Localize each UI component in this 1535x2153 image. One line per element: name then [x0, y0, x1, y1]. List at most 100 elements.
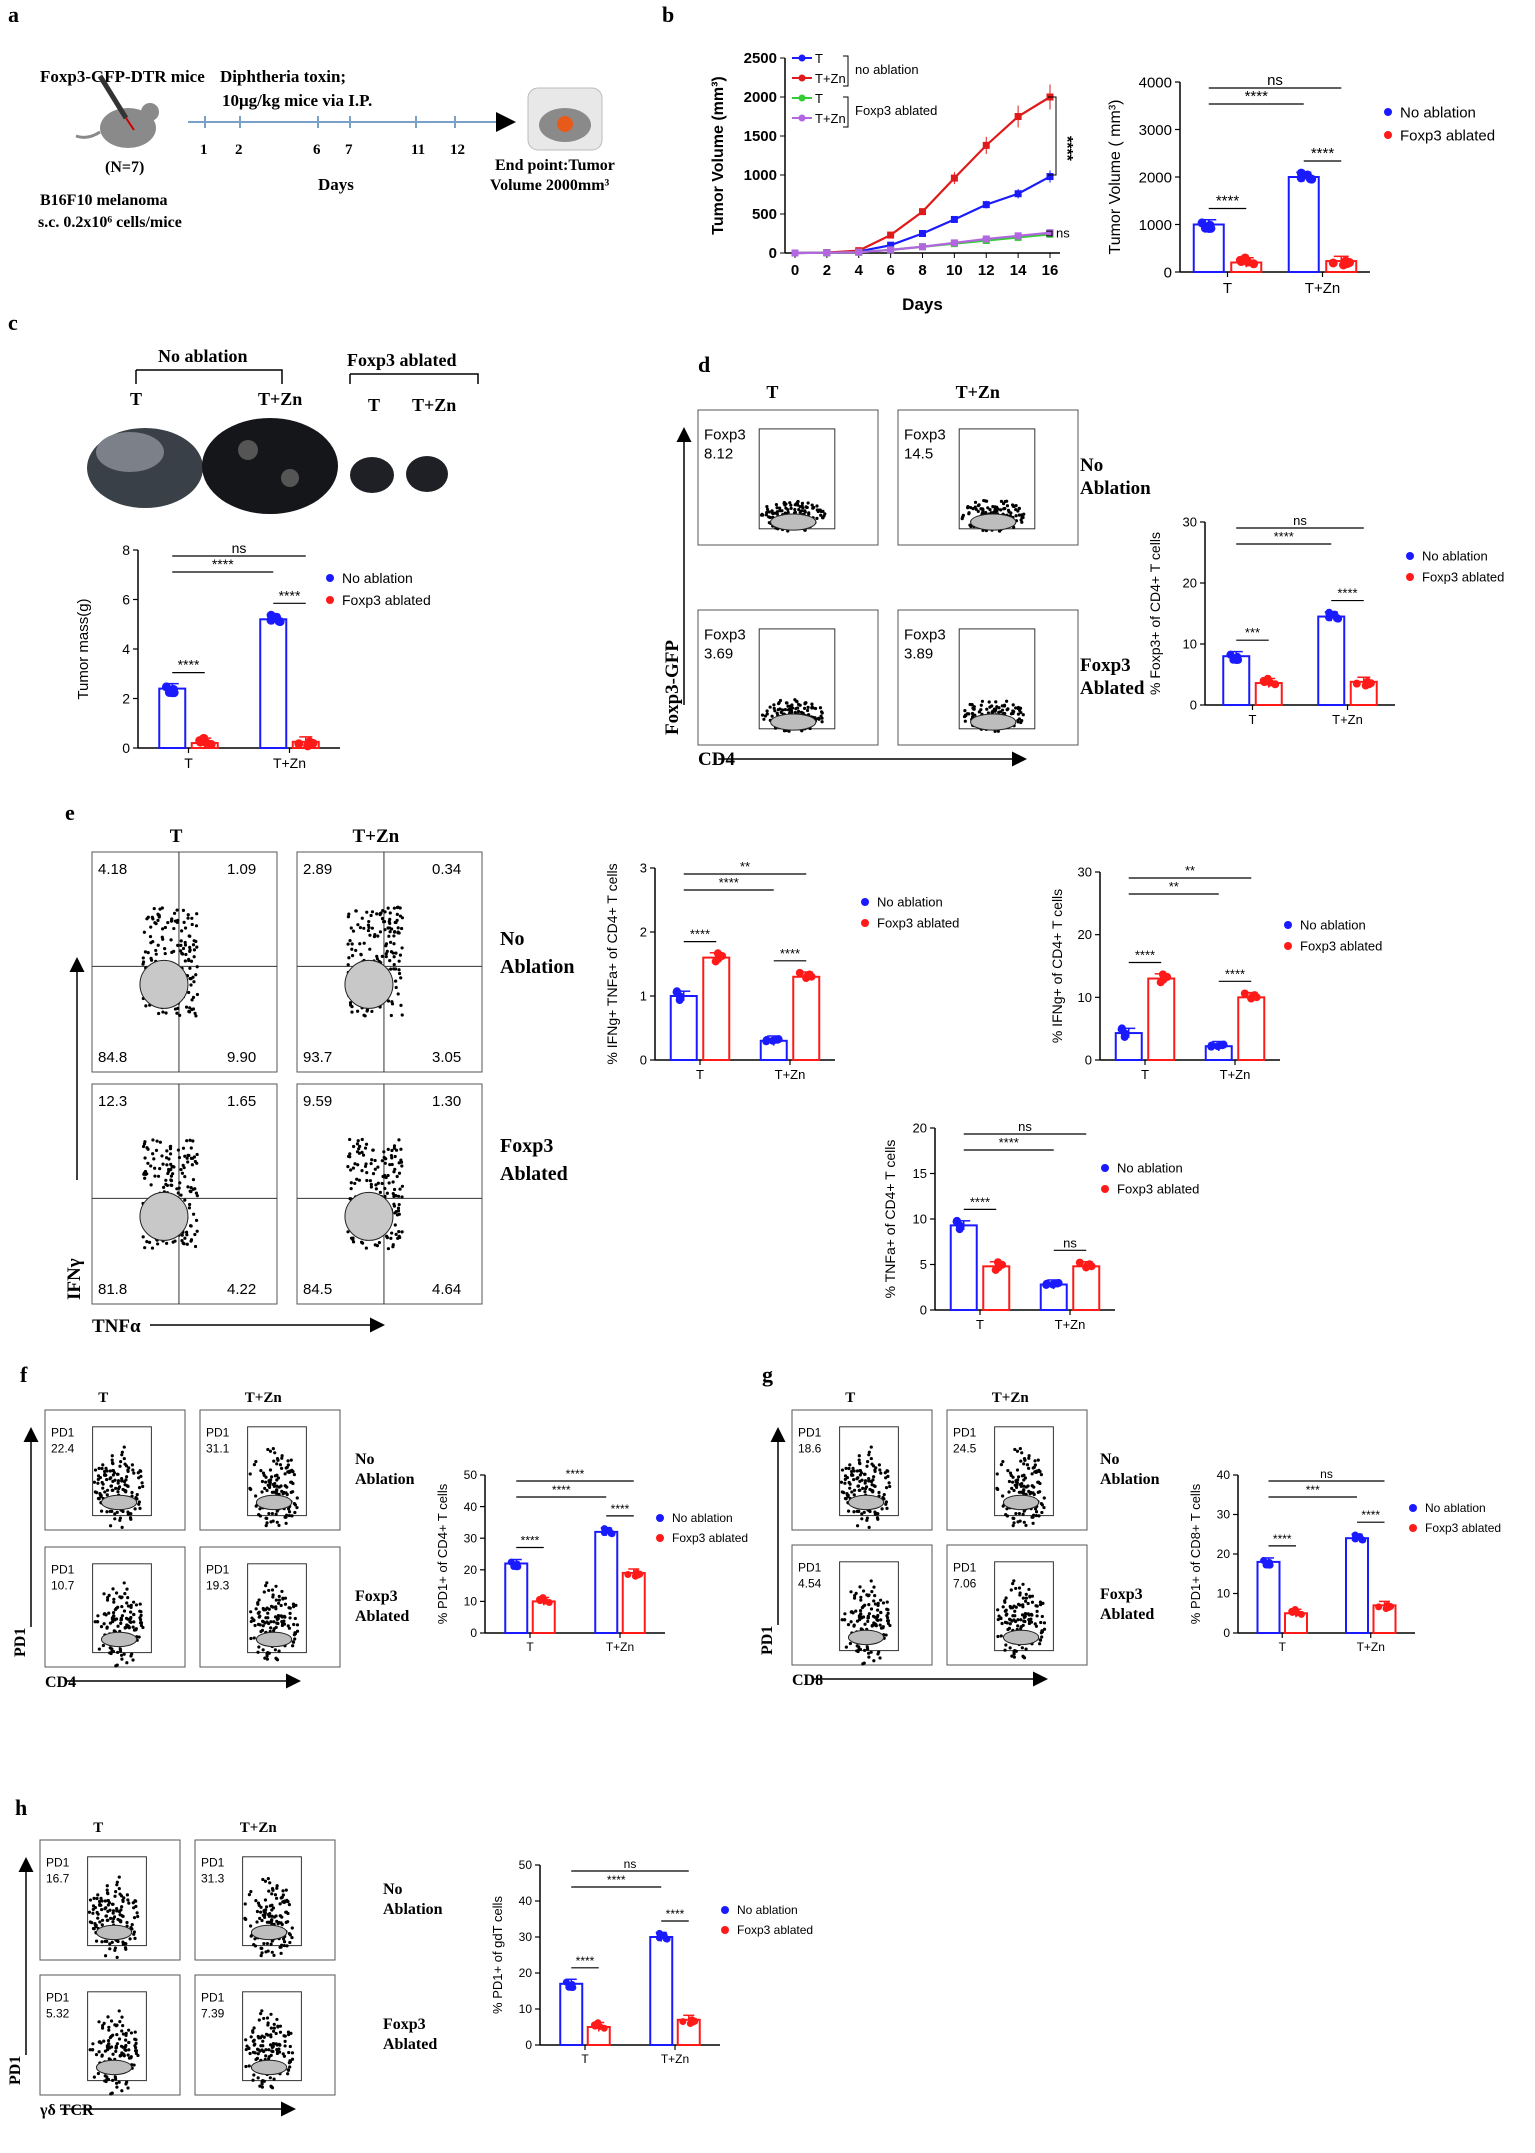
event-dot [193, 1232, 197, 1237]
event-dot [840, 1618, 844, 1622]
gate-name: Foxp3 [704, 427, 746, 444]
event-dot [104, 1613, 108, 1617]
event-dot [879, 1610, 883, 1615]
event-dot [269, 1942, 273, 1946]
gate-box [92, 1426, 152, 1517]
event-dot [863, 1479, 868, 1483]
event-dot [392, 1146, 396, 1150]
event-dot [843, 1612, 847, 1616]
event-dot [376, 1165, 380, 1169]
event-dot [143, 950, 148, 954]
event-dot [293, 1510, 297, 1515]
event-dot [873, 1602, 877, 1606]
event-dot [1016, 706, 1020, 710]
event-dot [115, 2033, 119, 2037]
x-tick-label: 6 [886, 262, 894, 279]
event-dot [870, 1483, 874, 1487]
event-dot [373, 1243, 377, 1247]
event-dot [365, 1009, 369, 1013]
event-dot [979, 708, 983, 712]
event-dot [129, 2031, 134, 2035]
event-dot [124, 1942, 128, 1946]
significance-label: **** [690, 927, 710, 942]
event-dot [144, 1004, 148, 1008]
event-dot [762, 717, 766, 721]
event-dot [267, 2057, 271, 2061]
x-tick-label: T [526, 1640, 534, 1654]
event-dot [378, 912, 382, 917]
event-dot [378, 1190, 382, 1194]
gate-name: PD1 [953, 1425, 977, 1439]
event-dot [127, 2040, 131, 2045]
event-dot [397, 968, 401, 972]
data-point [624, 1571, 632, 1579]
legend-marker [1284, 942, 1292, 950]
event-dot [107, 2028, 111, 2032]
legend-marker [721, 1926, 729, 1934]
significance-label: **** [212, 556, 234, 572]
event-dot [782, 500, 786, 505]
event-dot [191, 975, 195, 979]
event-dot [963, 709, 967, 713]
event-dot [133, 1936, 137, 1940]
event-dot [189, 959, 194, 963]
event-dot [802, 706, 807, 710]
event-dot [267, 1920, 271, 1924]
event-dot [180, 1171, 185, 1175]
y-axis-label: Tumor mass(g) [75, 598, 92, 699]
row-label-ablated: Ablated [383, 2036, 437, 2053]
event-dot [803, 702, 807, 706]
event-dot [1022, 1615, 1026, 1619]
event-dot [390, 927, 394, 931]
event-dot [275, 1884, 279, 1888]
event-dot [386, 999, 391, 1003]
tumor-photo [87, 418, 448, 514]
gate-percent: 5.32 [46, 2006, 70, 2020]
density-contour [970, 713, 1017, 731]
event-dot [273, 1451, 277, 1455]
event-dot [259, 2044, 263, 2048]
event-dot [852, 1493, 856, 1497]
event-dot [1027, 1587, 1031, 1592]
event-dot [182, 920, 186, 924]
event-dot [111, 1902, 115, 1906]
event-dot [191, 1177, 196, 1182]
event-dot [189, 1224, 193, 1228]
event-dot [1039, 1603, 1043, 1607]
event-dot [291, 1490, 295, 1494]
row-label-ablation: Ablation [1080, 478, 1151, 499]
quadrant-ll-value: 93.7 [303, 1049, 332, 1066]
gate-percent: 31.3 [201, 1871, 225, 1885]
column-label-tzn: T+Zn [353, 826, 400, 847]
gate-name: Foxp3 [904, 627, 946, 644]
row-label-no: No [383, 1881, 403, 1898]
event-dot [293, 1616, 297, 1621]
event-dot [178, 1181, 182, 1185]
event-dot [793, 510, 797, 514]
event-dot [170, 917, 174, 921]
data-point [1156, 978, 1165, 987]
event-dot [1034, 1604, 1038, 1608]
event-dot [869, 1488, 874, 1492]
event-dot [115, 1883, 119, 1887]
event-dot [254, 1504, 258, 1508]
event-dot [869, 1650, 873, 1654]
event-dot [1034, 1624, 1039, 1628]
event-dot [855, 1524, 860, 1528]
event-dot [1016, 1602, 1021, 1606]
bar [594, 1530, 619, 1635]
event-dot [1031, 1515, 1035, 1519]
event-dot [1035, 1609, 1039, 1613]
significance-label: ns [1018, 1119, 1032, 1134]
event-dot [269, 2084, 273, 2088]
event-dot [1029, 1490, 1033, 1495]
event-dot [863, 1622, 867, 1626]
event-dot [261, 2039, 265, 2043]
event-dot [1042, 1621, 1047, 1625]
event-dot [243, 1902, 247, 1906]
event-dot [135, 1493, 139, 1497]
y-tick-label: 40 [1217, 1468, 1231, 1482]
event-dot [400, 1195, 404, 1199]
days-label: Days [318, 175, 354, 194]
